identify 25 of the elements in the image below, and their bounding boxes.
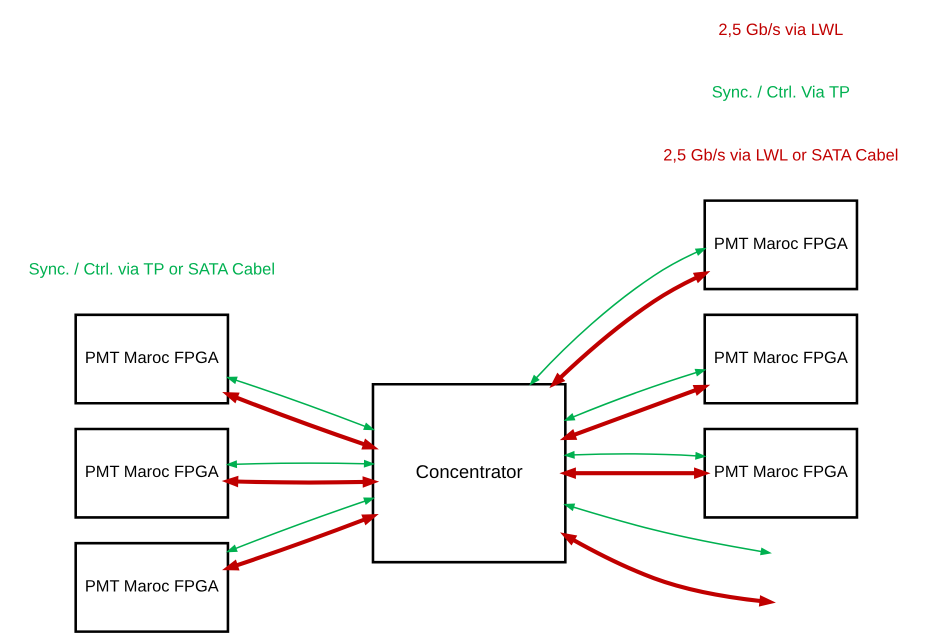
label: Sync. / Ctrl. Via TP [712, 84, 850, 102]
node-box: Concentrator [372, 382, 567, 564]
node-box: PMT Maroc FPGA [74, 542, 230, 633]
node-box: PMT Maroc FPGA [74, 314, 230, 405]
arrow [226, 498, 376, 552]
arrow [560, 384, 710, 440]
arrow [529, 248, 707, 386]
label: Sync. / Ctrl. via TP or SATA Cabel [28, 260, 275, 278]
node-box: PMT Maroc FPGA [703, 314, 858, 405]
arrow [222, 514, 379, 570]
label: 2,5 Gb/s via LWL or SATA Cabel [663, 146, 898, 164]
arrow [222, 476, 380, 488]
arrow [549, 271, 710, 388]
arrow [560, 532, 776, 607]
arrow [563, 450, 707, 460]
arrow [563, 504, 772, 556]
node-box: PMT Maroc FPGA [703, 428, 858, 519]
node-box: PMT Maroc FPGA [74, 428, 230, 519]
arrow [559, 467, 711, 479]
node-box: PMT Maroc FPGA [703, 199, 858, 290]
label: 2,5 Gb/s via LWL [718, 20, 844, 39]
arrow [226, 376, 376, 430]
arrow [226, 460, 376, 468]
arrow [222, 392, 379, 450]
arrow [563, 368, 707, 421]
